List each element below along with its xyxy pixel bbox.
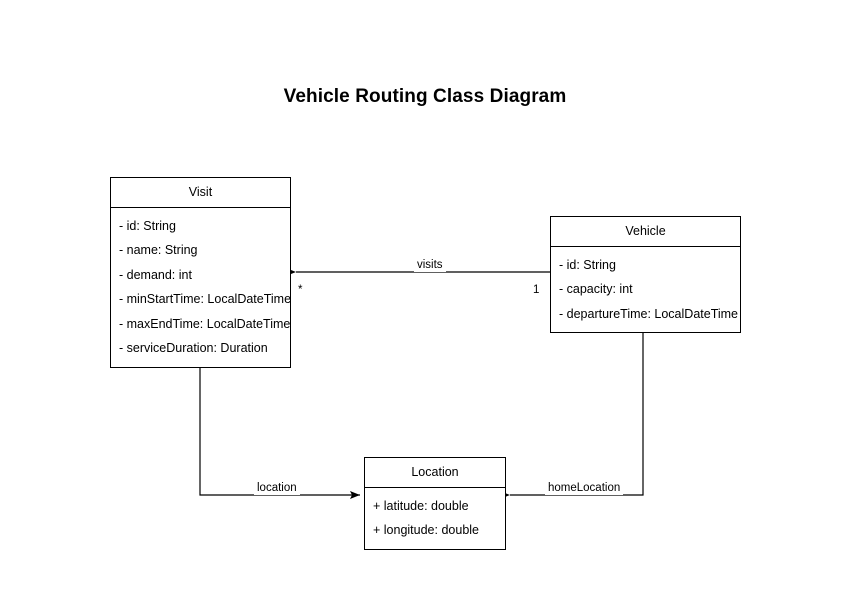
multiplicity-visits-source: 1 xyxy=(533,284,540,296)
class-name-vehicle: Vehicle xyxy=(551,217,740,247)
page-title: Vehicle Routing Class Diagram xyxy=(283,86,567,107)
edge-label-location: location xyxy=(254,482,300,495)
class-name-location: Location xyxy=(365,458,505,488)
multiplicity-visits-target: * xyxy=(298,284,303,296)
edge-label-home-location: homeLocation xyxy=(545,482,624,495)
attribute-row: - demand: int xyxy=(119,267,192,282)
attribute-row: - capacity: int xyxy=(559,282,633,296)
edge-label-visits: visits xyxy=(414,259,446,272)
attribute-row: - serviceDuration: Duration xyxy=(119,341,268,355)
attribute-row: - departureTime: LocalDateTime xyxy=(559,306,739,321)
attribute-list-vehicle: - id: String - capacity: int - departure… xyxy=(551,246,740,332)
attribute-list-location: + latitude: double + longitude: double xyxy=(365,487,505,549)
uml-class-vehicle[interactable]: Vehicle - id: String - capacity: int - d… xyxy=(550,216,741,333)
attribute-row: - id: String xyxy=(559,257,616,272)
edge-location xyxy=(199,362,360,499)
attribute-row: + latitude: double xyxy=(373,498,469,513)
attribute-row: - maxEndTime: LocalDateTime xyxy=(119,316,291,331)
edge-home-location xyxy=(500,322,644,499)
class-name-visit: Visit xyxy=(111,178,290,208)
attribute-list-visit: - id: String - name: String - demand: in… xyxy=(111,207,292,367)
attribute-row: + longitude: double xyxy=(373,523,479,537)
uml-class-location[interactable]: Location + latitude: double + longitude:… xyxy=(364,457,506,550)
attribute-row: - id: String xyxy=(119,218,176,233)
attribute-row: - name: String xyxy=(119,243,198,257)
uml-class-visit[interactable]: Visit - id: String - name: String - dema… xyxy=(110,177,291,368)
attribute-row: - minStartTime: LocalDateTime xyxy=(119,292,292,306)
